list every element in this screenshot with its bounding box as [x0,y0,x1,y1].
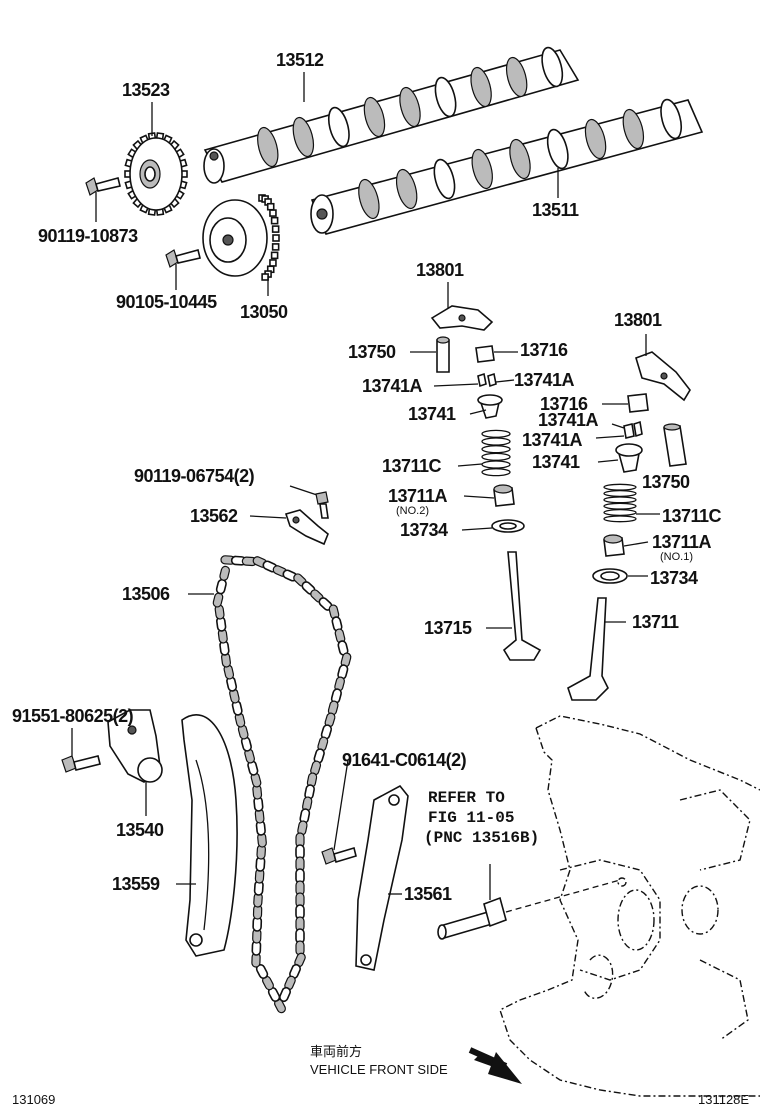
label-13734-left: 13734 [400,520,448,540]
label-13741a-left-1: 13741A [362,376,423,396]
refer-note-line1: REFER TO [428,789,505,807]
camshaft-13512 [203,46,580,184]
label-13711a-left-note: (NO.2) [396,505,429,517]
label-13734-right: 13734 [650,568,698,588]
footer-right-code: 131128E [698,1092,749,1107]
label-13741-left: 13741 [408,404,456,424]
label-91641-c0614: 91641-C0614(2) [342,750,467,770]
label-13801-right: 13801 [614,310,662,330]
bolt-91641-c0614 [321,759,357,865]
label-13561: 13561 [404,884,452,904]
label-13711c-left: 13711C [382,456,442,476]
direction-label-japanese: 車両前方 [310,1044,362,1059]
chain-guide-13559 [176,714,238,957]
cylinder-head-outline [499,715,760,1097]
label-13711a-left: 13711A [388,486,448,506]
label-91551-80625: 91551-80625(2) [12,706,134,726]
pin-13516b [437,864,621,940]
label-13511: 13511 [532,200,579,220]
label-90119-10873: 90119-10873 [38,226,138,246]
cam-sprocket-13523 [124,132,188,216]
label-13711c-right: 13711C [662,506,722,526]
front-direction-arrow-icon [468,1047,522,1084]
label-13741a-right-2: 13741A [522,430,583,450]
label-90105-10445: 90105-10445 [116,292,217,312]
footer-left-code: 131069 [12,1092,55,1107]
label-13741-right: 13741 [532,452,580,472]
bolt-91551-80625 [61,728,101,773]
label-13716-left: 13716 [520,340,568,360]
label-13715: 13715 [424,618,472,638]
label-13050: 13050 [240,302,288,322]
label-13716-right: 13716 [540,394,588,414]
label-13559: 13559 [112,874,160,894]
oil-jet-13562 [249,509,329,546]
timing-chain-13506 [188,555,352,1014]
label-13540: 13540 [116,820,164,840]
bolt-90119-06754 [289,485,329,519]
chain-tensioner-13540 [107,709,163,816]
direction-label-english: VEHICLE FRONT SIDE [310,1062,448,1077]
label-13711: 13711 [632,612,679,632]
bolt-90105-10445 [165,249,201,290]
valve-train-right [567,334,691,701]
bolt-90119-10873 [85,177,121,222]
label-13512: 13512 [276,50,324,70]
label-13741a-left-2: 13741A [514,370,575,390]
chain-slipper-13561 [355,784,409,971]
label-13523: 13523 [122,80,170,100]
label-13711a-right-note: (NO.1) [660,551,693,563]
label-13741a-right-1: 13741A [538,410,599,430]
label-90119-06754: 90119-06754(2) [134,466,255,486]
valve-train-left [430,282,542,661]
label-13801-left: 13801 [416,260,464,280]
label-13711a-right: 13711A [652,532,712,552]
label-13562: 13562 [190,506,238,526]
camshaft-13511 [310,98,704,235]
label-13750-right: 13750 [642,472,690,492]
refer-note-line3: (PNC 13516B) [424,829,539,847]
vvt-gear-13050 [202,194,280,296]
refer-note-line2: FIG 11-05 [428,809,514,827]
label-13506: 13506 [122,584,170,604]
label-13750-left: 13750 [348,342,396,362]
